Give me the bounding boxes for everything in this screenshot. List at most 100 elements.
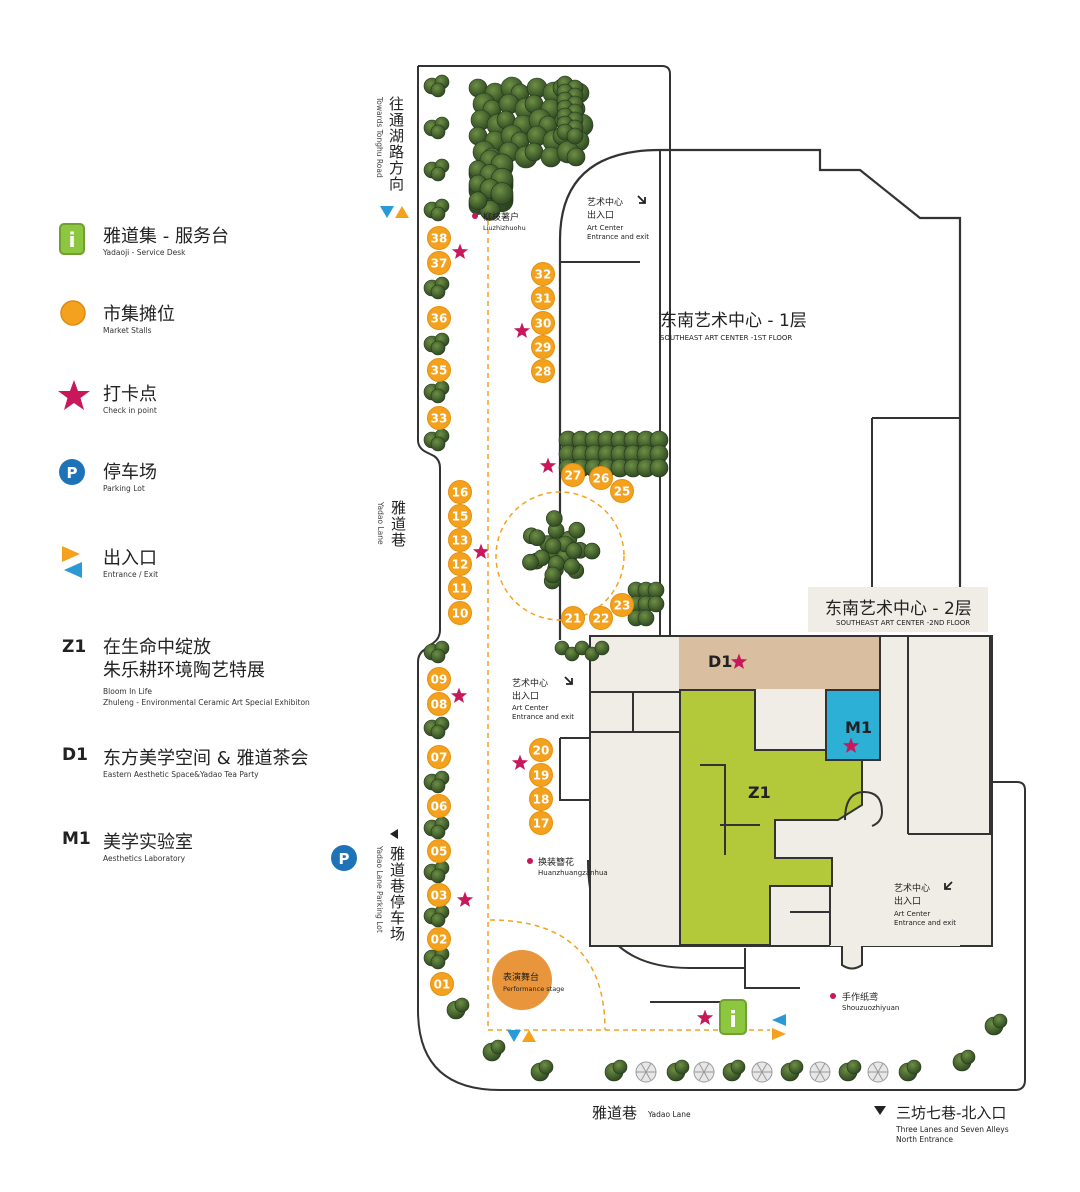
stall-number: 15 (452, 510, 469, 524)
market-stall[interactable]: 10 (448, 601, 472, 625)
art-center-top-zh2: 出入口 (587, 211, 615, 221)
check-in-star[interactable] (513, 322, 531, 338)
tree (490, 182, 514, 205)
market-stall[interactable]: 19 (529, 763, 553, 787)
tree (647, 595, 665, 613)
market-stall[interactable]: 25 (610, 479, 634, 503)
stall-number: 07 (431, 751, 448, 765)
market-stall[interactable]: 38 (427, 226, 451, 250)
tree (430, 824, 446, 840)
legend-entrance: 出入口 Entrance / Exit (0, 544, 330, 614)
market-stall[interactable]: 06 (427, 794, 451, 818)
stall-number: 22 (593, 612, 610, 626)
north-entrance-label-en1: Three Lanes and Seven Alleys (896, 1125, 1009, 1134)
tree (546, 510, 563, 527)
stall-number: 31 (535, 292, 552, 306)
market-stall[interactable]: 37 (427, 251, 451, 275)
market-stall[interactable]: 02 (427, 927, 451, 951)
market-stall[interactable]: 35 (427, 358, 451, 382)
stall-number: 32 (535, 268, 552, 282)
tree (538, 1059, 554, 1075)
huanzhuang-dot (527, 858, 533, 864)
market-stall[interactable]: 30 (531, 311, 555, 335)
tree (430, 912, 446, 928)
check-in-star[interactable] (842, 737, 860, 753)
market-stall[interactable]: 08 (427, 692, 451, 716)
market-stall[interactable]: 17 (529, 811, 553, 835)
market-stall[interactable]: 28 (531, 359, 555, 383)
decorative-tree-icon (635, 1061, 657, 1083)
parking-icon[interactable]: P (331, 845, 357, 871)
legend-z1-code: Z1 (62, 637, 87, 657)
decorative-tree-icon (751, 1061, 773, 1083)
market-stall[interactable]: 27 (561, 463, 585, 487)
market-stall[interactable]: 33 (427, 406, 451, 430)
check-in-star[interactable] (539, 457, 557, 473)
tree (960, 1049, 976, 1065)
market-stall[interactable]: 22 (589, 606, 613, 630)
legend-entrance-en: Entrance / Exit (103, 570, 159, 579)
market-stall[interactable]: 29 (531, 335, 555, 359)
market-stall[interactable]: 18 (529, 787, 553, 811)
circle-dot-icon (60, 300, 86, 326)
check-in-star[interactable] (456, 891, 474, 907)
market-stall[interactable]: 31 (531, 286, 555, 310)
market-stall[interactable]: 15 (448, 504, 472, 528)
market-stall[interactable]: 20 (529, 738, 553, 762)
market-stall[interactable]: 26 (589, 466, 613, 490)
tree (788, 1059, 804, 1075)
tree (430, 340, 446, 356)
service-desk-icon[interactable]: i (719, 999, 747, 1035)
stall-number: 23 (614, 599, 631, 613)
check-in-star[interactable] (451, 243, 469, 259)
market-stall[interactable]: 32 (531, 262, 555, 286)
stall-number: 38 (431, 232, 448, 246)
north-entrance-label: 三坊七巷-北入口 (896, 1104, 1007, 1122)
tree (430, 206, 446, 222)
tree (594, 640, 610, 656)
stall-number: 21 (565, 612, 582, 626)
market-stall[interactable]: 09 (427, 667, 451, 691)
tree (612, 1059, 628, 1075)
legend-m1: M1 美学实验室 Aesthetics Laboratory (0, 828, 330, 898)
market-stall[interactable]: 36 (427, 306, 451, 330)
stall-number: 17 (533, 817, 550, 831)
stall-number: 30 (535, 317, 552, 331)
check-in-star[interactable] (511, 754, 529, 770)
art-center-mid-en1: Art Center (512, 704, 549, 712)
check-in-star[interactable] (730, 653, 748, 669)
legend-info-symbol: i (69, 228, 76, 252)
tree (430, 82, 446, 98)
market-stall[interactable]: 23 (610, 593, 634, 617)
market-stall[interactable]: 01 (430, 972, 454, 996)
stall-number: 20 (533, 744, 550, 758)
market-stall[interactable]: 07 (427, 745, 451, 769)
market-stall[interactable]: 03 (427, 883, 451, 907)
market-stall[interactable]: 13 (448, 528, 472, 552)
dashed-route (487, 220, 770, 1031)
liuzhi-label-en: Liuzhizhuohu (483, 224, 526, 232)
market-stall[interactable]: 05 (427, 839, 451, 863)
art-center-top-zh1: 艺术中心 (587, 198, 624, 208)
check-in-star[interactable] (450, 687, 468, 703)
check-in-star[interactable] (472, 543, 490, 559)
stall-number: 33 (431, 412, 448, 426)
legend-z1-zh1: 在生命中绽放 (103, 637, 211, 658)
tree (430, 868, 446, 884)
floor2-title-en: SOUTHEAST ART CENTER -2ND FLOOR (836, 619, 971, 627)
tree (649, 458, 669, 478)
market-stall[interactable]: 21 (561, 606, 585, 630)
arrow-top-icon (637, 195, 646, 204)
zone-d1-label: D1 (708, 652, 733, 671)
yadao-lane-bottom-label: 雅道巷 (592, 1104, 638, 1122)
tree (430, 954, 446, 970)
market-stall[interactable]: 12 (448, 552, 472, 576)
legend-service-desk-zh: 雅道集 - 服务台 (103, 226, 229, 247)
stall-number: 19 (533, 769, 550, 783)
check-in-star[interactable] (696, 1009, 714, 1025)
market-stall[interactable]: 16 (448, 480, 472, 504)
tree (490, 1039, 506, 1055)
market-stall[interactable]: 11 (448, 576, 472, 600)
floor2-bottom-notch (841, 946, 863, 970)
